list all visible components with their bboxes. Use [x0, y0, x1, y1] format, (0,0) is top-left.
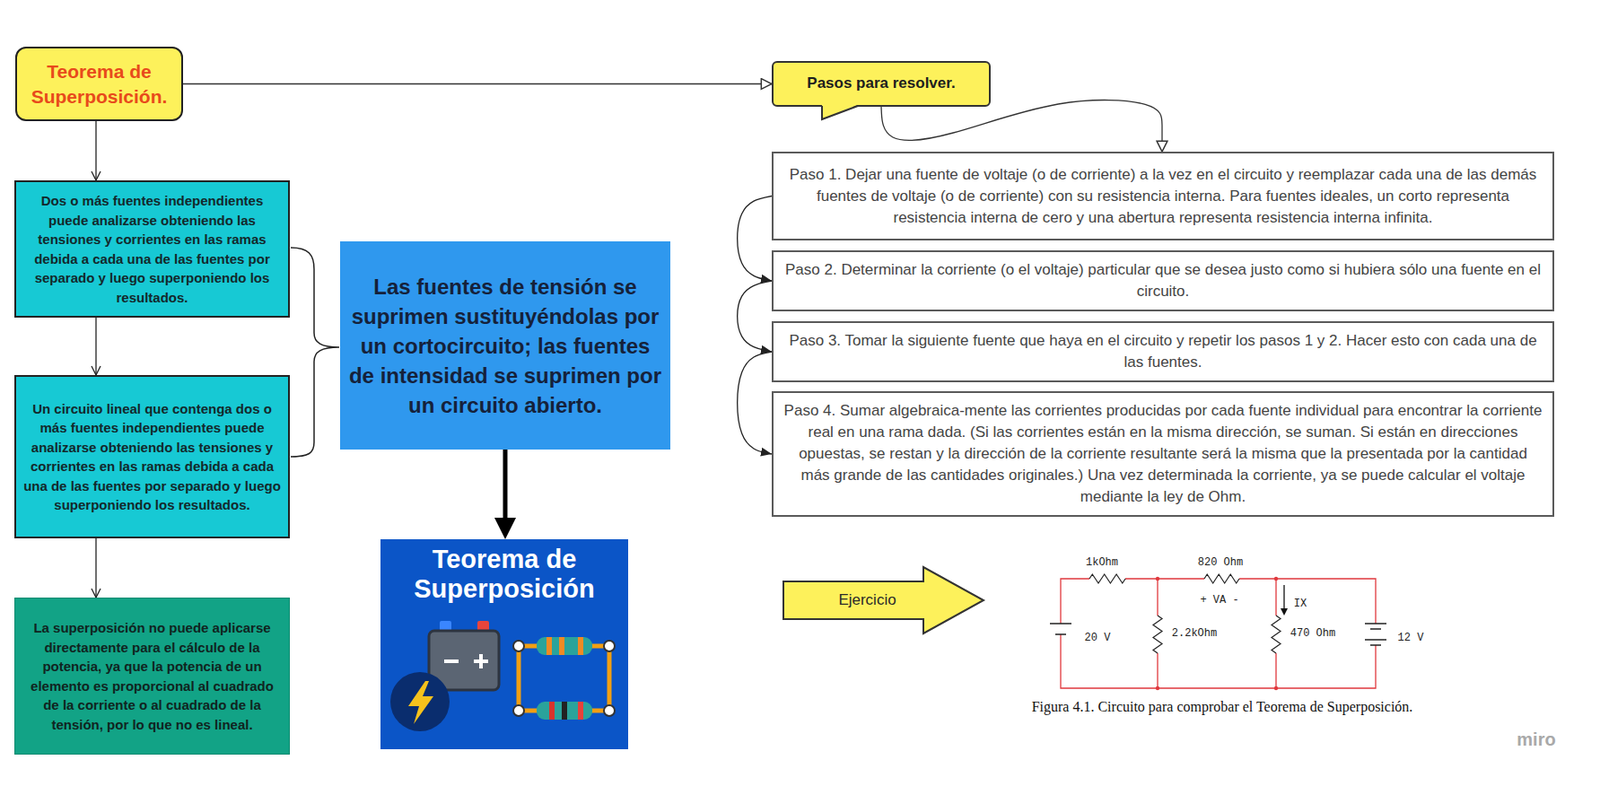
terminal-dot — [603, 705, 615, 717]
note-box: La superposición no puede aplicarse dire… — [14, 597, 290, 755]
node-text: La superposición no puede aplicarse dire… — [21, 618, 283, 735]
junction-dot — [1274, 577, 1278, 581]
current-arrow — [1283, 585, 1285, 612]
card-background — [380, 539, 629, 750]
node-text: Paso 2. Determinar la corriente (o el vo… — [782, 259, 1544, 303]
node-text: Paso 3. Tomar la siguiente fuente que ha… — [782, 330, 1544, 374]
illustration — [380, 539, 629, 750]
node-text: Pasos para resolver. — [780, 73, 982, 94]
step-box: Paso 1. Dejar una fuente de voltaje (o d… — [771, 151, 1555, 241]
resistor-body — [536, 637, 593, 656]
resistor-symbol — [1204, 574, 1240, 584]
wire-loop — [518, 646, 610, 711]
node-text: Ejercicio — [786, 590, 949, 611]
resistor-body — [536, 701, 593, 720]
title-box: Teorema de Superposición. — [15, 46, 184, 122]
connector — [183, 83, 772, 85]
step-box: Paso 4. Sumar algebraica-mente las corri… — [771, 391, 1555, 517]
terminal-dot — [513, 640, 525, 652]
brace-path — [290, 247, 340, 457]
junction-dot — [1274, 686, 1278, 691]
rule-box: Las fuentes de tensión se suprimen susti… — [340, 241, 671, 450]
tail-fill — [821, 104, 860, 120]
resistor-band — [549, 701, 555, 720]
step-box: Paso 3. Tomar la siguiente fuente que ha… — [771, 321, 1555, 383]
step-box: Paso 2. Determinar la corriente (o el vo… — [771, 250, 1555, 312]
node-text: Dos o más fuentes independientes puede a… — [21, 191, 283, 307]
battery-symbol — [1049, 623, 1072, 635]
bubble-tail — [813, 104, 867, 125]
connector — [737, 351, 772, 455]
minus-sign — [444, 659, 459, 664]
connector — [737, 196, 772, 282]
connector — [503, 449, 508, 524]
arrow-shape: Ejercicio — [782, 566, 985, 635]
connector — [95, 317, 97, 376]
resistor-band — [561, 701, 568, 720]
source-value: 12 V — [1398, 631, 1425, 645]
source-value: 20 V — [1084, 631, 1111, 645]
plus-sign — [479, 654, 483, 669]
figure-caption: Figura 4.1. Circuito para comprobar el T… — [1031, 699, 1414, 716]
node-text: Teorema de Superposición — [385, 544, 623, 605]
definition-box: Dos o más fuentes independientes puede a… — [14, 180, 290, 318]
lightning-badge — [390, 672, 450, 732]
node-text: Un circuito lineal que contenga dos o má… — [21, 399, 283, 516]
part-value: 470 Ohm — [1290, 627, 1336, 640]
lightning-bolt — [408, 681, 434, 725]
junction-dot — [1155, 686, 1160, 691]
speech-bubble: Pasos para resolver. — [771, 61, 991, 107]
resistor-symbol — [1089, 574, 1126, 584]
connector — [95, 538, 97, 598]
connector — [737, 280, 772, 352]
resistor-symbol — [1153, 615, 1163, 654]
resistor-band — [546, 637, 552, 656]
node-text: Las fuentes de tensión se suprimen susti… — [348, 271, 663, 420]
node-text: Teorema de Superposición. — [22, 59, 176, 109]
circuit-schematic — [1049, 574, 1387, 691]
resistor-band — [577, 637, 584, 656]
part-value: 2.2kOhm — [1171, 627, 1217, 640]
current-arrowhead — [1280, 608, 1288, 616]
connector — [95, 121, 97, 181]
part-value: 820 Ohm — [1197, 556, 1243, 569]
illustration-card: Teorema de Superposición — [380, 539, 629, 750]
wire — [1060, 578, 1376, 689]
voltage-label: + VA - — [1199, 594, 1239, 607]
resistor-band — [577, 701, 584, 720]
tail-outline — [821, 105, 858, 120]
watermark: miro — [1516, 729, 1556, 751]
definition-box: Un circuito lineal que contenga dos o má… — [14, 375, 290, 539]
junction-dot — [1155, 577, 1160, 581]
node-text: Paso 4. Sumar algebraica-mente las corri… — [782, 400, 1544, 508]
resistor-symbol — [1271, 615, 1281, 654]
resistor-band — [559, 637, 565, 656]
part-value: 1kOhm — [1085, 556, 1119, 569]
curly-brace — [290, 247, 340, 457]
terminal-dot — [513, 705, 525, 717]
terminal-dot — [603, 640, 615, 652]
node-text: Paso 1. Dejar una fuente de voltaje (o d… — [782, 164, 1544, 229]
battery-symbol — [1364, 623, 1387, 646]
arrow-fill — [783, 567, 984, 634]
current-label: IX — [1293, 597, 1307, 611]
connector — [881, 100, 1163, 152]
